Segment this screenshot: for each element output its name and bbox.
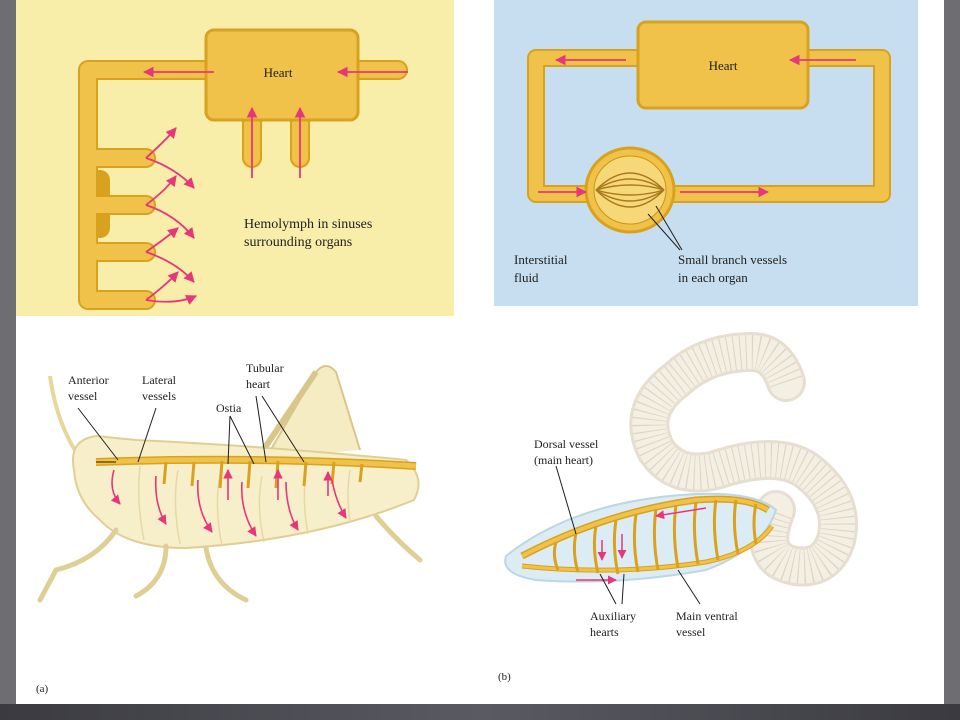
- ostia-label: Ostia: [216, 401, 242, 415]
- tubular-heart: [95, 457, 417, 469]
- auxiliary-hearts-label-line1: Auxiliary: [590, 609, 636, 623]
- main-ventral-vessel-label-line2: vessel: [676, 625, 706, 639]
- branch-vessel-pointers: [647, 205, 683, 251]
- interstitial-label-line2: fluid: [514, 270, 539, 285]
- branch-vessels-label-line2: in each organ: [678, 270, 748, 285]
- dorsal-vessel: [521, 497, 770, 558]
- hemolymph-caption-line2: surrounding organs: [244, 235, 352, 250]
- grasshopper-flow-arrows: [110, 469, 347, 537]
- auxiliary-hearts-label-line2: hearts: [590, 625, 619, 639]
- anterior-vessel-label-line2: vessel: [68, 389, 98, 403]
- slide: Heart Hemolymph in sinuses surrounding o…: [16, 0, 944, 704]
- circulatory-systems-figure: Heart Hemolymph in sinuses surrounding o…: [16, 0, 918, 695]
- open-heart: [204, 28, 360, 122]
- open-flow-arrows: [142, 66, 408, 305]
- grasshopper-illustration: Anterior vessel Lateral vessels Tubular …: [36, 361, 423, 695]
- earthworm-flow-arrows: [576, 507, 707, 585]
- auxiliary-hearts: [552, 499, 758, 575]
- branch-vessels-label-line1: Small branch vessels: [678, 252, 787, 267]
- closed-heart: [636, 20, 810, 110]
- dorsal-vessel-label-line1: Dorsal vessel: [534, 437, 599, 451]
- closed-vessels: [529, 51, 889, 201]
- open-circulatory-panel: Heart Hemolymph in sinuses surrounding o…: [16, 0, 454, 316]
- anterior-vessel-label-line1: Anterior: [68, 373, 109, 387]
- lateral-vessels-label-line2: vessels: [142, 389, 176, 403]
- organ-capillary-bed: [584, 146, 676, 234]
- grasshopper-antenna: [48, 375, 78, 454]
- grasshopper-pointers: [77, 395, 305, 465]
- panel-label-b: (b): [498, 671, 511, 683]
- ventral-vessel: [521, 525, 774, 572]
- tubular-heart-label-line1: Tubular: [246, 361, 284, 375]
- bottom-bar: [0, 704, 960, 720]
- lateral-vessels-label-line1: Lateral: [142, 373, 177, 387]
- grasshopper-legs: [37, 513, 423, 603]
- open-heart-label: Heart: [264, 65, 293, 80]
- grasshopper-body: [72, 434, 420, 550]
- closed-circulatory-panel: Heart Interstitial fluid Small branch ve…: [494, 0, 918, 306]
- dorsal-vessel-label-line2: (main heart): [534, 453, 593, 467]
- interstitial-label-line1: Interstitial: [514, 252, 568, 267]
- grasshopper-hind-femur: [265, 365, 361, 459]
- main-ventral-vessel-label-line1: Main ventral: [676, 609, 738, 623]
- earthworm-pointers: [555, 465, 701, 605]
- panel-label-a: (a): [36, 683, 49, 695]
- tubular-heart-label-line2: heart: [246, 377, 271, 391]
- hemolymph-caption-line1: Hemolymph in sinuses: [244, 217, 372, 232]
- closed-heart-label: Heart: [709, 58, 738, 73]
- earthworm-rings: [632, 334, 855, 584]
- closed-flow-arrows: [538, 54, 856, 198]
- grasshopper-hind-tibia: [259, 370, 319, 454]
- earthworm-illustration: Dorsal vessel (main heart) Auxiliary hea…: [498, 331, 858, 683]
